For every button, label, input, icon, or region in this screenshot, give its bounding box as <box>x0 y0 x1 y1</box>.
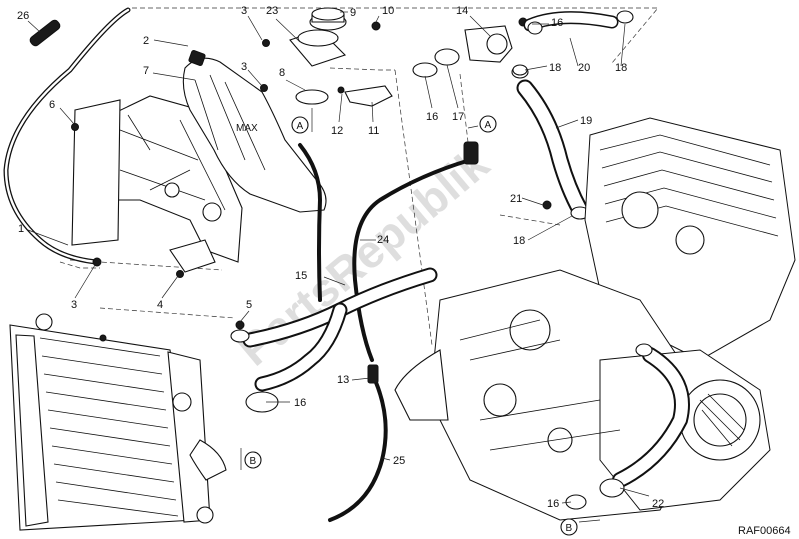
expansion-tank: MAX <box>182 50 327 213</box>
callout-14: 14 <box>456 5 468 17</box>
callout-26: 26 <box>17 10 29 22</box>
callout-8: 9 <box>350 7 356 19</box>
hose-20 <box>523 10 634 35</box>
callout-17: 17 <box>452 111 464 123</box>
ref-a-right: A <box>485 120 492 131</box>
callout-18-right: 18 <box>615 62 627 74</box>
leader-lines <box>27 11 650 504</box>
callout-6: 6 <box>49 99 55 111</box>
callout-24: 24 <box>377 234 389 246</box>
callout-20: 20 <box>578 62 590 74</box>
hose-19 <box>511 65 590 220</box>
callout-25: 25 <box>393 455 405 467</box>
callout-18-top: 18 <box>549 62 561 74</box>
callout-12: 12 <box>331 125 343 137</box>
callout-9: 5 <box>246 299 252 311</box>
callout-23: 23 <box>266 5 278 17</box>
diagram-code: RAF00664 <box>738 525 791 537</box>
hose-24 <box>298 141 479 362</box>
callout-1: 1 <box>18 223 24 235</box>
ref-b-right: B <box>566 523 573 534</box>
callout-22: 22 <box>652 498 664 510</box>
hose-15 <box>230 267 438 413</box>
reference-markers: A A B B <box>240 108 601 536</box>
callout-16-top: 16 <box>426 111 438 123</box>
small-fasteners <box>71 64 653 510</box>
hose-overflow <box>3 7 131 265</box>
callout-15: 15 <box>295 270 307 282</box>
callout-16-bottom: 16 <box>547 498 559 510</box>
callout-16-right: 16 <box>551 17 563 29</box>
callout-labels: 26 2 3 23 9 10 7 3 8 6 12 11 1 3 4 5 15 … <box>17 5 664 510</box>
callout-13: 13 <box>337 374 349 386</box>
callout-10: 10 <box>382 5 394 17</box>
callout-3-mid: 3 <box>241 61 247 73</box>
tank-max-label: MAX <box>236 123 258 134</box>
ref-a-left: A <box>297 121 304 132</box>
hose-25 <box>328 364 388 522</box>
callout-3-top: 3 <box>241 5 247 17</box>
callout-7: 8 <box>279 67 285 79</box>
callout-16-left: 16 <box>294 397 306 409</box>
callout-21: 21 <box>510 193 522 205</box>
callout-19: 19 <box>580 115 592 127</box>
callout-5: 7 <box>143 65 149 77</box>
filler-assembly <box>260 7 393 107</box>
radiator <box>9 313 227 531</box>
callout-2: 2 <box>143 35 149 47</box>
ref-b-left: B <box>250 456 257 467</box>
engine <box>394 117 796 521</box>
thermostat-housing <box>412 17 528 78</box>
callout-11: 11 <box>368 125 379 137</box>
callout-18-mid: 18 <box>513 235 525 247</box>
callout-4: 4 <box>157 299 163 311</box>
callout-3-low: 3 <box>71 299 77 311</box>
